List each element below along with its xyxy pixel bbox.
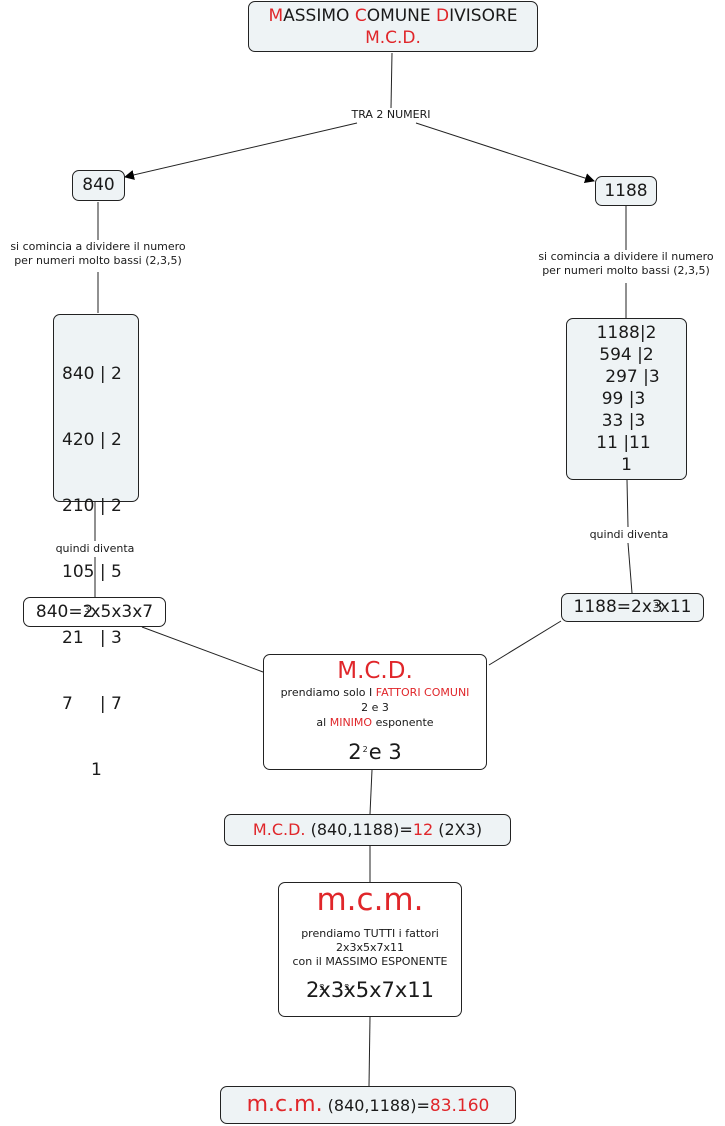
mcm-line-1: prendiamo TUTTI i fattori [301,927,439,940]
factor-exponent: 3 [653,601,659,610]
division-row: 1 [91,760,102,780]
highlight-minimo: MINIMO [329,716,373,729]
mcd-result-note: (2X3) [433,820,483,839]
mcm-formula: 23x33x5x7x11 [279,977,461,1003]
title-subtitle: M.C.D. [365,28,421,48]
link-tra-1188 [415,122,595,183]
link-title-tra [390,52,393,109]
mcm-result-value: 83.160 [429,1096,490,1116]
division-row: 594 |2 [599,345,654,365]
link-div1188-quindi [626,479,629,528]
title-text: MASSIMO COMUNE DIVISORE [249,5,537,27]
link-mcd-result [369,769,373,815]
division-row: 11 |11 [596,433,651,453]
division-row: 1 [621,455,632,475]
title-part: ASSIMO [283,6,355,26]
division-row: 33 |3 [601,411,646,431]
division-1188[interactable]: 1188|2 594 |2 297 |3 99 |3 33 |3 11 |11 … [566,318,687,480]
label-line: si comincia a dividere il numero [538,250,714,263]
factorization-840[interactable]: 840=23x5x3x7 [23,597,166,627]
link-fact1188-mcd [488,620,562,666]
text: esponente [372,716,434,729]
factor-prefix: 1188=2x3 [573,597,663,617]
factor-exponent: 3 [84,605,90,614]
mcm-line-3: con il MASSIMO ESPONENTE [292,955,448,968]
base: x3 [318,978,345,1002]
link-label-left-quindi: quindi diventa [46,542,144,556]
factor-prefix: 840=2 [35,602,94,622]
division-row: 420 | 2 [62,430,122,450]
mcd-result-node[interactable]: M.C.D. (840,1188)=12 (2X3) [224,814,511,846]
division-row: 7 | 7 [62,694,122,714]
mcm-node[interactable]: m.c.m. prendiamo TUTTI i fattori 2x3x5x7… [278,882,462,1017]
link-label-right-divide: si comincia a dividere il numero per num… [528,250,724,278]
mcm-result-args: (840,1188)= [322,1096,430,1115]
division-row: 210 | 2 [62,496,122,516]
mcd-node[interactable]: M.C.D. prendiamo solo I FATTORI COMUNI 2… [263,654,487,770]
rest: e 3 [368,740,402,764]
link-mcm-result [368,1016,371,1087]
factor-suffix: x5x3x7 [90,602,154,622]
label-line: per numeri molto bassi (2,3,5) [542,264,710,277]
link-label-right-quindi: quindi diventa [580,528,678,542]
node-840[interactable]: 840 [72,170,125,201]
link-tra-840 [124,122,358,180]
title-letter-m: M [268,6,284,26]
exponent: 2 [362,745,368,754]
link-quindi-fact1188 [627,542,633,594]
text: prendiamo solo I [280,686,376,699]
mcd-result-args: (840,1188)= [305,820,413,839]
mcd-line-2: 2 e 3 [361,701,389,714]
mcd-result-label: M.C.D. [252,820,306,839]
mcd-line-1: prendiamo solo I FATTORI COMUNI [264,685,486,700]
mcd-result-value: 12 [412,820,434,839]
division-840[interactable]: 840 | 2 420 | 2 210 | 2 105 | 5 21 | 3 7… [53,314,139,780]
link-fact840-mcd [141,626,264,673]
link-label-left-divide: si comincia a dividere il numero per num… [0,240,196,268]
exponent: 3 [319,983,325,992]
mcd-line-3: al MINIMO esponente [264,715,486,730]
link-label-tra: TRA 2 NUMERI [343,108,439,122]
mcm-result-label: m.c.m. [246,1092,323,1117]
base: 2 [348,740,362,764]
exponent: 3 [344,983,350,992]
division-row: 99 |3 [601,389,646,409]
mcm-title: m.c.m. [316,882,424,918]
label-line: si comincia a dividere il numero [10,240,186,253]
base: x5x7x11 [343,978,435,1002]
label-line: per numeri molto bassi (2,3,5) [14,254,182,267]
mcm-line-2: 2x3x5x7x11 [335,941,405,954]
base: 2 [305,978,320,1002]
division-row: 105 | 5 [62,562,122,582]
division-row: 21 | 3 [62,628,122,648]
factor-suffix: x11 [659,597,692,617]
highlight-fattori-comuni: FATTORI COMUNI [375,686,470,699]
mcm-result-node[interactable]: m.c.m. (840,1188)=83.160 [220,1086,516,1124]
title-part: IVISORE [449,6,518,26]
title-part: OMUNE [366,6,437,26]
division-row: 1188|2 [596,323,657,343]
title-letter-c: C [354,6,367,26]
node-1188[interactable]: 1188 [595,176,657,206]
title-letter-d: D [436,6,450,26]
factorization-1188[interactable]: 1188=2x33x11 [561,593,704,622]
mcd-formula: 22e 3 [264,739,486,765]
text: al [316,716,330,729]
division-row: 297 |3 [605,367,660,387]
mcd-title: M.C.D. [337,658,413,684]
title-node[interactable]: MASSIMO COMUNE DIVISORE M.C.D. [248,1,538,52]
division-row: 840 | 2 [62,364,122,384]
